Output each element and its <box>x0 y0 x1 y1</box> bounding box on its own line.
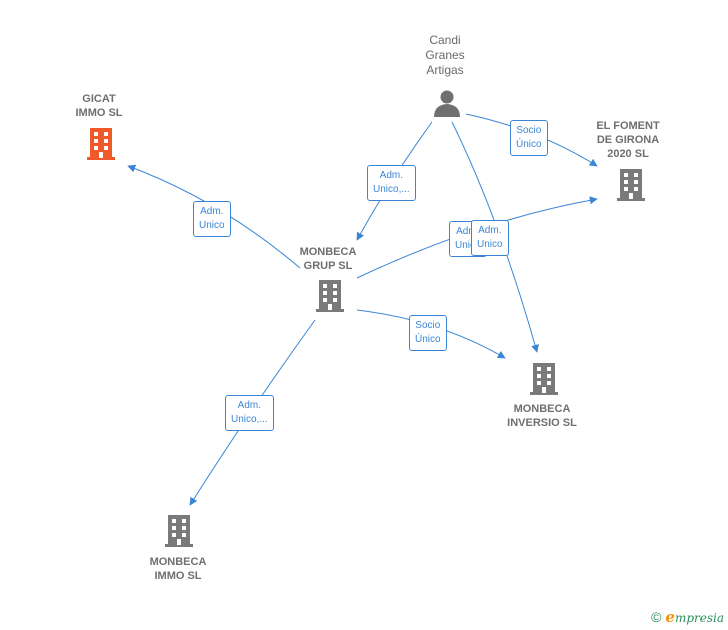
building-icon[interactable] <box>615 168 647 202</box>
node-label-line: IMMO SL <box>154 570 202 582</box>
node-label-line: GRUP SL <box>303 260 353 272</box>
node-label-line: IMMO SL <box>75 107 123 119</box>
node-label-gicat[interactable]: GICAT IMMO SL <box>44 92 154 120</box>
node-label-line: EL FOMENT <box>596 120 660 132</box>
edge-label-line: Socio <box>516 125 542 136</box>
copyright-icon: © <box>651 609 662 625</box>
node-label-candi[interactable]: Candi Granes Artigas <box>405 33 485 78</box>
edge-label-line: Unico <box>477 239 503 250</box>
edge-label-line: Unico,... <box>373 184 410 195</box>
node-label-line: MONBECA <box>299 246 357 258</box>
edge-label-grup-inversio[interactable]: Socio Único <box>409 315 447 351</box>
edge-label-candi-foment[interactable]: Socio Único <box>510 120 548 156</box>
node-label-line: GICAT <box>82 93 116 105</box>
node-label-line: DE GIRONA <box>596 134 660 146</box>
edge-label-line: Único <box>516 139 542 150</box>
building-icon[interactable] <box>528 362 560 396</box>
building-icon[interactable] <box>314 279 346 313</box>
edge-label-candi-grup[interactable]: Adm. Unico,... <box>367 165 416 201</box>
edge-label-line: Unico,... <box>231 414 268 425</box>
edge-label-line: Socio <box>415 320 441 331</box>
building-icon[interactable] <box>85 127 117 161</box>
edge-label-grup-gicat[interactable]: Adm. Unico <box>193 201 231 237</box>
node-label-line: Artigas <box>426 63 464 77</box>
node-label-line: Granes <box>425 48 465 62</box>
node-label-inversio[interactable]: MONBECA INVERSIO SL <box>487 402 597 430</box>
building-icon[interactable] <box>163 514 195 548</box>
edge-label-line: Adm. <box>456 226 480 237</box>
edge-label-line: Único <box>415 334 441 345</box>
node-label-line: MONBECA <box>149 556 207 568</box>
person-icon[interactable] <box>432 88 462 118</box>
edge-label-line: Unico <box>199 220 225 231</box>
node-label-line: INVERSIO SL <box>507 417 577 429</box>
node-label-grup[interactable]: MONBECA GRUP SL <box>273 245 383 273</box>
node-label-immo[interactable]: MONBECA IMMO SL <box>123 555 233 583</box>
edge-label-line: Adm. <box>237 400 262 411</box>
node-label-foment[interactable]: EL FOMENT DE GIRONA 2020 SL <box>573 119 683 161</box>
node-label-line: MONBECA <box>513 403 571 415</box>
edge-label-line: Adm. <box>379 170 404 181</box>
edge-label-candi-inversio[interactable]: Adm. Unico <box>471 220 509 256</box>
brand-logo: empresia <box>665 608 724 626</box>
edge-label-line: Adm. <box>200 206 224 217</box>
node-label-line: 2020 SL <box>607 148 649 160</box>
edge-label-line: Adm. <box>478 225 502 236</box>
footer-brand[interactable]: © empresia <box>651 608 724 626</box>
edge-label-grup-immo[interactable]: Adm. Unico,... <box>225 395 274 431</box>
edge-label-line: Unico <box>455 240 481 251</box>
node-label-line: Candi <box>429 33 461 47</box>
